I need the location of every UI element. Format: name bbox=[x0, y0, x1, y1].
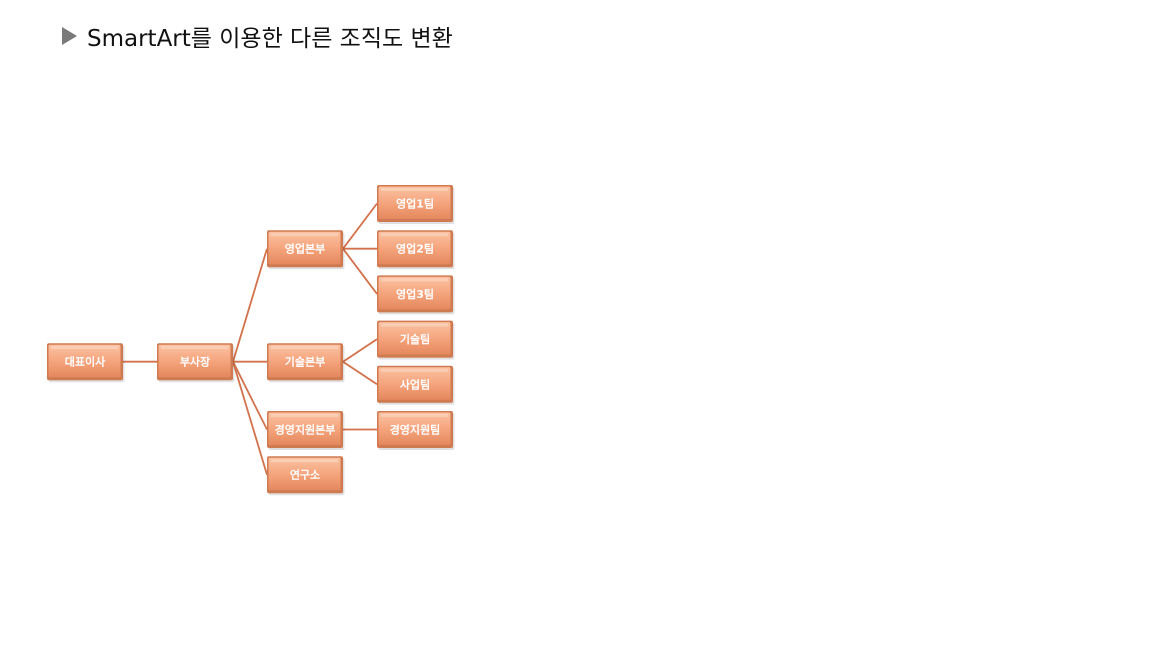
node-face bbox=[378, 276, 451, 310]
node-label: 영업2팀 bbox=[396, 243, 434, 256]
slide-title: SmartArt를 이용한 다른 조직도 변환 bbox=[87, 26, 453, 52]
node-label: 경영지원팀 bbox=[390, 423, 441, 437]
connector-division-team bbox=[342, 248, 378, 295]
node-label: 영업1팀 bbox=[396, 198, 434, 211]
org-node-division[interactable]: 기술본부 bbox=[267, 343, 345, 383]
node-label: 사업팀 bbox=[400, 377, 430, 391]
org-node-team[interactable]: 경영지원팀 bbox=[377, 411, 455, 450]
node-highlight bbox=[271, 459, 338, 463]
node-face bbox=[378, 322, 451, 355]
org-node-team[interactable]: 기술팀 bbox=[377, 320, 455, 360]
node-face bbox=[268, 412, 341, 445]
org-node-root[interactable]: 대표이사 bbox=[47, 343, 125, 383]
org-node-team[interactable]: 사업팀 bbox=[377, 365, 455, 405]
org-node-team[interactable]: 영업1팀 bbox=[377, 185, 455, 224]
node-face bbox=[158, 344, 231, 378]
node-face bbox=[48, 344, 121, 378]
node-label: 부사장 bbox=[180, 355, 210, 369]
triangle-bullet-icon bbox=[62, 27, 77, 45]
connector-division-team bbox=[342, 338, 378, 363]
node-face bbox=[268, 344, 341, 378]
connector-vp-division bbox=[232, 361, 268, 475]
org-node-team[interactable]: 영업2팀 bbox=[377, 230, 455, 270]
node-face bbox=[268, 231, 341, 265]
org-node-vice-president[interactable]: 부사장 bbox=[157, 343, 235, 383]
connector-vp-division bbox=[232, 361, 268, 430]
node-face bbox=[378, 186, 451, 219]
org-node-division[interactable]: 영업본부 bbox=[267, 230, 345, 270]
node-highlight bbox=[161, 346, 228, 350]
node-label: 기술본부 bbox=[285, 355, 325, 369]
node-face bbox=[378, 231, 451, 265]
slide-title-row: SmartArt를 이용한 다른 조직도 변환 bbox=[62, 18, 453, 54]
node-label: 영업본부 bbox=[285, 243, 325, 256]
node-highlight bbox=[271, 233, 338, 237]
node-face bbox=[268, 457, 341, 491]
node-label: 기술팀 bbox=[400, 332, 430, 346]
org-node-team[interactable]: 영업3팀 bbox=[377, 275, 455, 315]
node-label: 대표이사 bbox=[65, 355, 106, 369]
node-highlight bbox=[381, 414, 448, 417]
node-label: 연구소 bbox=[290, 468, 320, 482]
node-label: 영업3팀 bbox=[396, 288, 434, 301]
node-highlight bbox=[271, 414, 338, 417]
node-face bbox=[378, 367, 451, 400]
connector-division-team bbox=[342, 360, 378, 386]
connector-lines bbox=[123, 202, 378, 475]
node-highlight bbox=[381, 233, 448, 237]
node-highlight bbox=[271, 346, 338, 350]
org-node-division[interactable]: 연구소 bbox=[267, 456, 345, 496]
node-highlight bbox=[381, 188, 448, 191]
node-highlight bbox=[381, 278, 448, 282]
connector-division-team bbox=[342, 202, 378, 250]
org-node-division[interactable]: 경영지원본부 bbox=[267, 411, 345, 450]
node-highlight bbox=[51, 346, 118, 350]
node-label: 경영지원본부 bbox=[275, 423, 336, 437]
node-face bbox=[378, 412, 451, 445]
node-highlight bbox=[381, 368, 448, 372]
node-highlight bbox=[381, 323, 448, 327]
connector-vp-division bbox=[232, 248, 268, 362]
